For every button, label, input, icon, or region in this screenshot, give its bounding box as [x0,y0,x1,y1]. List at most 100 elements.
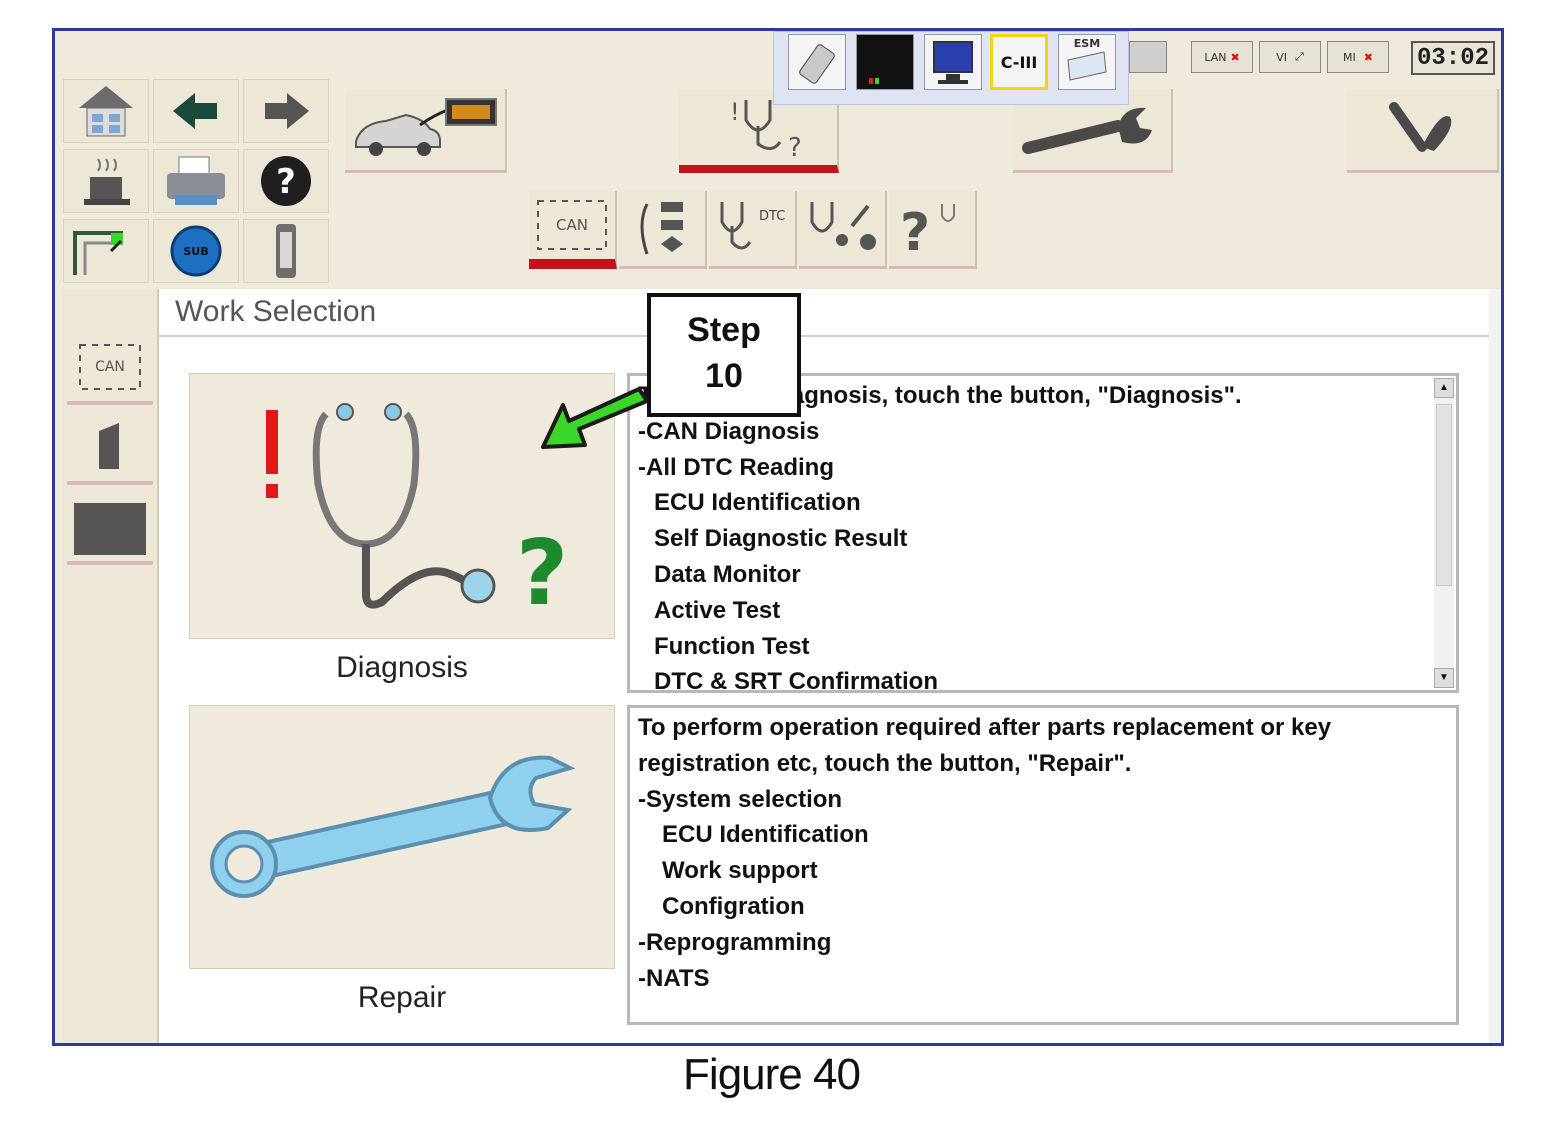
diagnosis-description: To perform diagnosis, touch the button, … [627,373,1459,693]
screen-capture-button[interactable] [63,219,149,283]
folder-icon [74,503,146,555]
back-button[interactable] [153,79,239,143]
home-button[interactable] [63,79,149,143]
scroll-up-arrow[interactable]: ▲ [1434,378,1454,398]
sleep-button[interactable] [63,149,149,213]
mi-error-icon: ✖ [1363,50,1373,64]
diagnosis-desc-line-2: -CAN Diagnosis [638,417,820,445]
side-can-label: CAN [95,359,125,375]
mi-status[interactable]: MI ✖ [1327,41,1389,73]
diagnosis-scrollbar[interactable]: ▲ ▼ [1434,378,1454,688]
signal-icon [869,78,879,84]
step-callout: Step 10 [647,293,801,417]
data-monitor-button[interactable] [799,191,887,269]
can-diagnosis-button[interactable]: CAN [529,191,617,269]
svg-text:?: ? [788,133,802,162]
svg-text:?: ? [900,203,930,262]
dtc-button[interactable]: DTC [709,191,797,269]
cm-tray-item[interactable]: C-III [990,34,1048,90]
forward-button[interactable] [243,79,329,143]
flow-button[interactable] [619,191,707,269]
side-toolbar: CAN [63,289,159,1043]
flowchart-icon [640,201,683,254]
diagnosis-stethoscope-icon: ? [266,403,568,626]
mi-label: MI [1343,50,1356,64]
diagnosis-desc-line-6: Data Monitor [654,560,801,588]
side-can-button[interactable]: CAN [67,333,153,405]
coffee-cup-icon [84,158,130,205]
main-scrollbar[interactable] [1489,289,1501,1043]
lan-status[interactable]: LAN ✖ [1191,41,1253,73]
home-icon [79,86,133,137]
diagnosis-button[interactable]: ? [189,373,615,639]
diagnosis-desc-line-9: DTC & SRT Confirmation [654,668,938,693]
arrow-right-icon [265,93,309,129]
vehicle-connection-button[interactable] [345,89,507,173]
repair-desc-line-8: -NATS [638,964,710,992]
car-connection-icon [355,97,497,156]
sub-label: SUB [183,244,209,258]
cm-label: C-III [1000,52,1038,72]
repair-description: To perform operation required after part… [627,705,1459,1025]
help-button[interactable]: ? [243,149,329,213]
side-folder-button[interactable] [67,493,153,565]
diagnosis-desc-line-8: Function Test [654,632,810,660]
question-stethoscope-icon: ? [900,203,955,262]
printer-icon [167,156,225,205]
svg-text:?: ? [516,521,568,626]
esm-tray-item[interactable]: ESM [1058,34,1116,90]
arrow-left-icon [173,93,217,129]
icon-grid: ? SUB [63,79,339,287]
consult-screen: ? SUB [52,28,1504,1046]
help-icon: ? [261,156,311,206]
monitor-tray-item[interactable] [924,34,982,90]
callout-arrow [541,387,649,449]
svg-text:!: ! [730,98,740,126]
side-can-icon [79,344,141,390]
dtc-stethoscope-icon [720,201,752,249]
dtc-label: DTC [759,209,786,224]
wrench-screwdriver-icon [1389,101,1452,152]
lan-label: LAN [1204,50,1227,64]
diagnosis-label: Diagnosis [336,651,468,684]
scroll-down-arrow[interactable]: ▼ [1434,668,1454,688]
repair-button[interactable] [189,705,615,969]
hand-icon [99,423,119,469]
step-callout-line-1: Step [687,311,761,349]
battery-tray-item[interactable] [788,34,846,90]
diagnosis-desc-line-7: Active Test [654,596,781,624]
blank-status [1129,41,1167,73]
help-diagnosis-button[interactable]: ? [889,191,977,269]
work-selection-panel: Work Selection ? Diagnosis To perform di… [159,289,1501,1043]
device-button[interactable] [243,219,329,283]
can-icon [537,200,607,250]
repair-desc-line-5: Work support [662,857,818,885]
repair-desc-line-1: To perform operation required after part… [638,714,1332,741]
manual-book-icon [1067,51,1107,81]
lan-error-icon: ✖ [1230,50,1240,64]
monitor-icon [933,41,973,84]
sub-mode-button[interactable]: SUB [153,219,239,283]
wrench-icon [1022,107,1152,154]
settings-tools-button[interactable] [1347,89,1499,173]
stethoscope-icon: ! ? [730,98,802,162]
side-hand-button[interactable] [67,413,153,485]
device-icon [276,224,296,278]
clock-display: 03:02 [1411,41,1495,75]
step-callout-line-2: 10 [705,357,743,395]
page-title: Work Selection [175,295,377,328]
repair-desc-line-6: Configration [662,892,805,920]
figure-caption: Figure 40 [683,1050,861,1099]
vi-status[interactable]: VI ⤢ [1259,41,1321,73]
status-tray: C-III ESM [773,31,1129,105]
repair-wrench-icon [210,755,576,898]
repair-desc-line-4: ECU Identification [662,821,869,849]
print-button[interactable] [153,149,239,213]
vi-label: VI [1276,50,1287,64]
signal-tray-item[interactable] [856,34,914,90]
scroll-thumb[interactable] [1436,404,1452,586]
esm-label: ESM [1073,37,1101,50]
title-divider [159,335,1489,337]
battery-icon [799,44,835,84]
repair-desc-line-2: registration etc, touch the button, "Rep… [638,749,1132,777]
